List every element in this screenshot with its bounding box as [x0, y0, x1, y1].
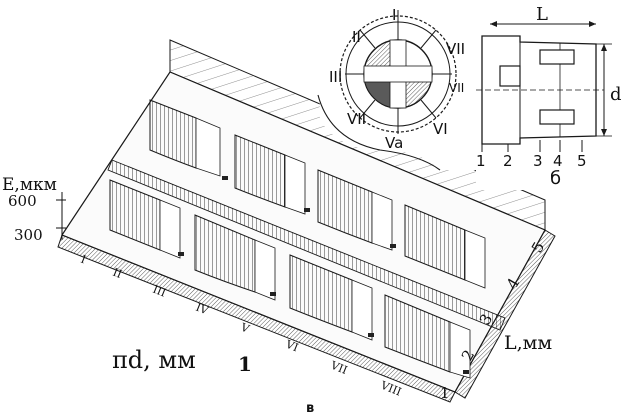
l-tick-1: 1	[440, 384, 450, 402]
ring-label-lower-left: VII	[347, 110, 366, 128]
trough-row-front	[109, 179, 471, 379]
row-marker-7: VII	[328, 358, 349, 377]
pid-axis-label: πd, мм	[112, 346, 196, 374]
ring-label-lower-right: VI	[433, 120, 448, 138]
bushing-section-ticks: 1 2 3 4 5	[476, 152, 587, 170]
panel-letter-b: б	[550, 168, 561, 189]
row-marker-4: IV	[194, 301, 211, 318]
bushing-tick-4: 4	[553, 152, 563, 170]
row-marker-5: V	[238, 320, 252, 336]
panel-letter-v: в	[306, 401, 314, 415]
e-axis	[56, 192, 66, 240]
row-marker-3: III	[151, 283, 168, 300]
bushing-profile-inset	[476, 0, 623, 190]
bushing-length-label: L	[536, 4, 548, 25]
ridge-markers	[178, 176, 469, 374]
bushing-diameter-label: d	[610, 84, 622, 105]
trough-row-back	[149, 99, 486, 289]
ring-label-top: I	[392, 6, 396, 24]
row-marker-1: I	[79, 253, 88, 267]
surface-plot	[57, 39, 556, 403]
row-marker-6: VI	[283, 337, 300, 354]
e-tick-600: 600	[8, 192, 37, 210]
right-edge-strip	[454, 229, 556, 399]
ring-label-bottom: Va	[385, 134, 403, 152]
bushing-tick-3: 3	[533, 152, 543, 170]
ring-label-left: III	[329, 68, 342, 86]
e-tick-300: 300	[14, 226, 43, 244]
mid-cross-band	[107, 159, 506, 331]
ring-labels: I II III VII Va VI VII VII	[329, 6, 465, 152]
ring-label-upper-left: II	[352, 28, 361, 46]
bushing-tick-1: 1	[476, 152, 486, 170]
l-axis-label: L,мм	[504, 332, 552, 354]
pid-axis-tick: 1	[238, 352, 252, 376]
ring-label-right: VII	[449, 81, 464, 95]
bushing-tick-5: 5	[577, 152, 587, 170]
front-edge-strip	[57, 234, 456, 403]
bushing-tick-2: 2	[503, 152, 513, 170]
ring-label-upper-right: VII	[446, 40, 465, 58]
e-axis-label: E,мкм	[2, 175, 57, 195]
